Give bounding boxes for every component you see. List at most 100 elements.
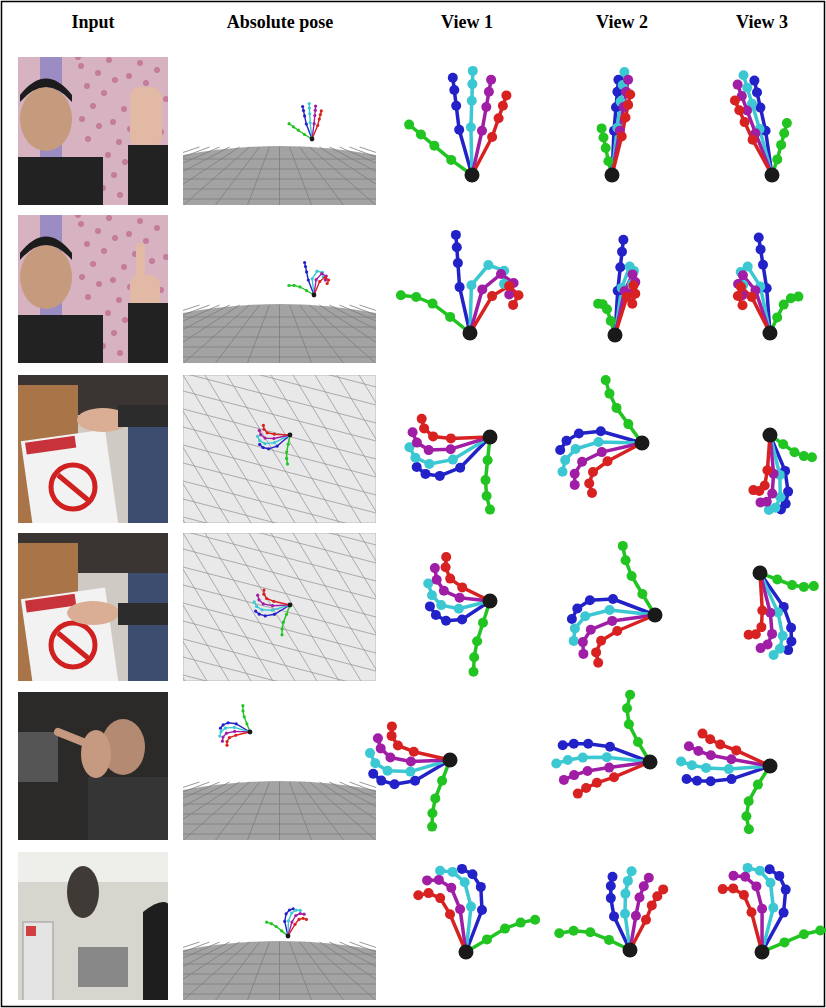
finger-joint xyxy=(455,593,465,603)
grid-line xyxy=(183,782,240,840)
finger-joint xyxy=(320,109,323,112)
finger-joint xyxy=(326,282,329,285)
finger-joint xyxy=(776,140,786,150)
wrist-joint xyxy=(483,430,498,445)
finger-joint xyxy=(233,730,236,733)
finger-joint xyxy=(569,926,579,936)
finger-joint xyxy=(597,123,607,133)
finger-joint xyxy=(468,869,478,879)
finger-joint xyxy=(744,630,754,640)
photo-content xyxy=(18,57,168,205)
finger-joint xyxy=(748,135,758,145)
finger-joint xyxy=(508,300,518,310)
finger-joint xyxy=(224,727,227,730)
finger-joint xyxy=(314,105,317,108)
finger-joint xyxy=(365,748,375,758)
finger-joint xyxy=(297,918,300,921)
grid-line xyxy=(320,942,377,1000)
finger-joint xyxy=(319,113,322,116)
finger-joint xyxy=(245,722,248,725)
finger-joint xyxy=(477,284,487,294)
finger-joint xyxy=(809,581,819,591)
finger-joint xyxy=(435,866,445,876)
photo-pattern xyxy=(149,258,155,264)
finger-joint xyxy=(258,429,261,432)
finger-joint xyxy=(623,876,633,886)
grid-line xyxy=(183,517,376,523)
finger-joint xyxy=(439,586,449,596)
finger-joint xyxy=(560,455,570,465)
finger-joint xyxy=(301,105,304,108)
finger-joint xyxy=(772,312,782,322)
grid-line xyxy=(183,657,376,681)
hand-skeleton xyxy=(218,704,252,747)
photo-content xyxy=(18,533,168,681)
finger-joint xyxy=(567,614,577,624)
finger-joint xyxy=(729,871,739,881)
finger-joint xyxy=(445,312,455,322)
finger-joint xyxy=(446,444,456,454)
finger-bone xyxy=(312,111,321,139)
wrist-joint xyxy=(465,168,480,183)
finger-joint xyxy=(608,594,618,604)
finger-joint xyxy=(285,457,288,460)
finger-joint xyxy=(612,626,622,636)
finger-joint xyxy=(272,600,275,603)
finger-joint xyxy=(741,811,751,821)
grid-line xyxy=(183,375,376,387)
grid-line xyxy=(330,942,377,1000)
photo-hair xyxy=(20,79,72,103)
photo-hand xyxy=(81,730,111,778)
hand-skeleton xyxy=(748,428,817,515)
photo-sign xyxy=(21,429,118,523)
finger-joint xyxy=(596,426,606,436)
finger-joint xyxy=(262,588,265,591)
grid-line xyxy=(183,942,210,1000)
grid-line xyxy=(320,305,377,363)
panel-content xyxy=(183,533,376,681)
grid-line xyxy=(320,782,377,840)
finger-joint xyxy=(219,727,222,730)
photo-pattern xyxy=(137,218,143,224)
photo-pattern xyxy=(75,57,81,60)
finger-joint xyxy=(765,864,775,874)
finger-joint xyxy=(599,133,609,143)
finger-joint xyxy=(270,922,273,925)
finger-joint xyxy=(376,743,386,753)
hand-skeleton xyxy=(551,690,657,799)
photo-sleeve xyxy=(118,603,168,625)
finger-joint xyxy=(496,269,506,279)
hand-skeleton xyxy=(288,102,323,141)
column-header: View 3 xyxy=(736,12,788,33)
finger-bone xyxy=(409,125,472,175)
wrist-joint xyxy=(608,328,623,343)
grid-line xyxy=(300,942,344,1000)
finger-joint xyxy=(448,867,458,877)
photo-pattern xyxy=(106,215,112,221)
photo-sign-bar xyxy=(58,475,88,500)
finger-joint xyxy=(569,739,579,749)
finger-joint xyxy=(258,443,261,446)
finger-joint xyxy=(221,740,224,743)
grid-line xyxy=(183,533,376,545)
finger-joint xyxy=(421,469,431,479)
hand-skeleton xyxy=(404,66,511,183)
finger-joint xyxy=(744,796,754,806)
finger-joint xyxy=(387,731,397,741)
finger-bone xyxy=(630,878,649,950)
finger-joint xyxy=(779,128,789,138)
grid-line xyxy=(183,147,240,205)
finger-joint xyxy=(430,563,440,573)
finger-joint xyxy=(793,292,803,302)
grid-line xyxy=(340,782,377,840)
finger-joint xyxy=(287,284,290,287)
absolute-panel xyxy=(24,941,536,1000)
finger-joint xyxy=(273,613,276,616)
finger-joint xyxy=(762,465,772,475)
photo-finger xyxy=(136,243,145,279)
grid-line xyxy=(293,375,376,523)
finger-joint xyxy=(743,863,753,873)
finger-joint xyxy=(404,120,414,130)
finger-joint xyxy=(715,740,725,750)
grid-line xyxy=(249,375,339,523)
